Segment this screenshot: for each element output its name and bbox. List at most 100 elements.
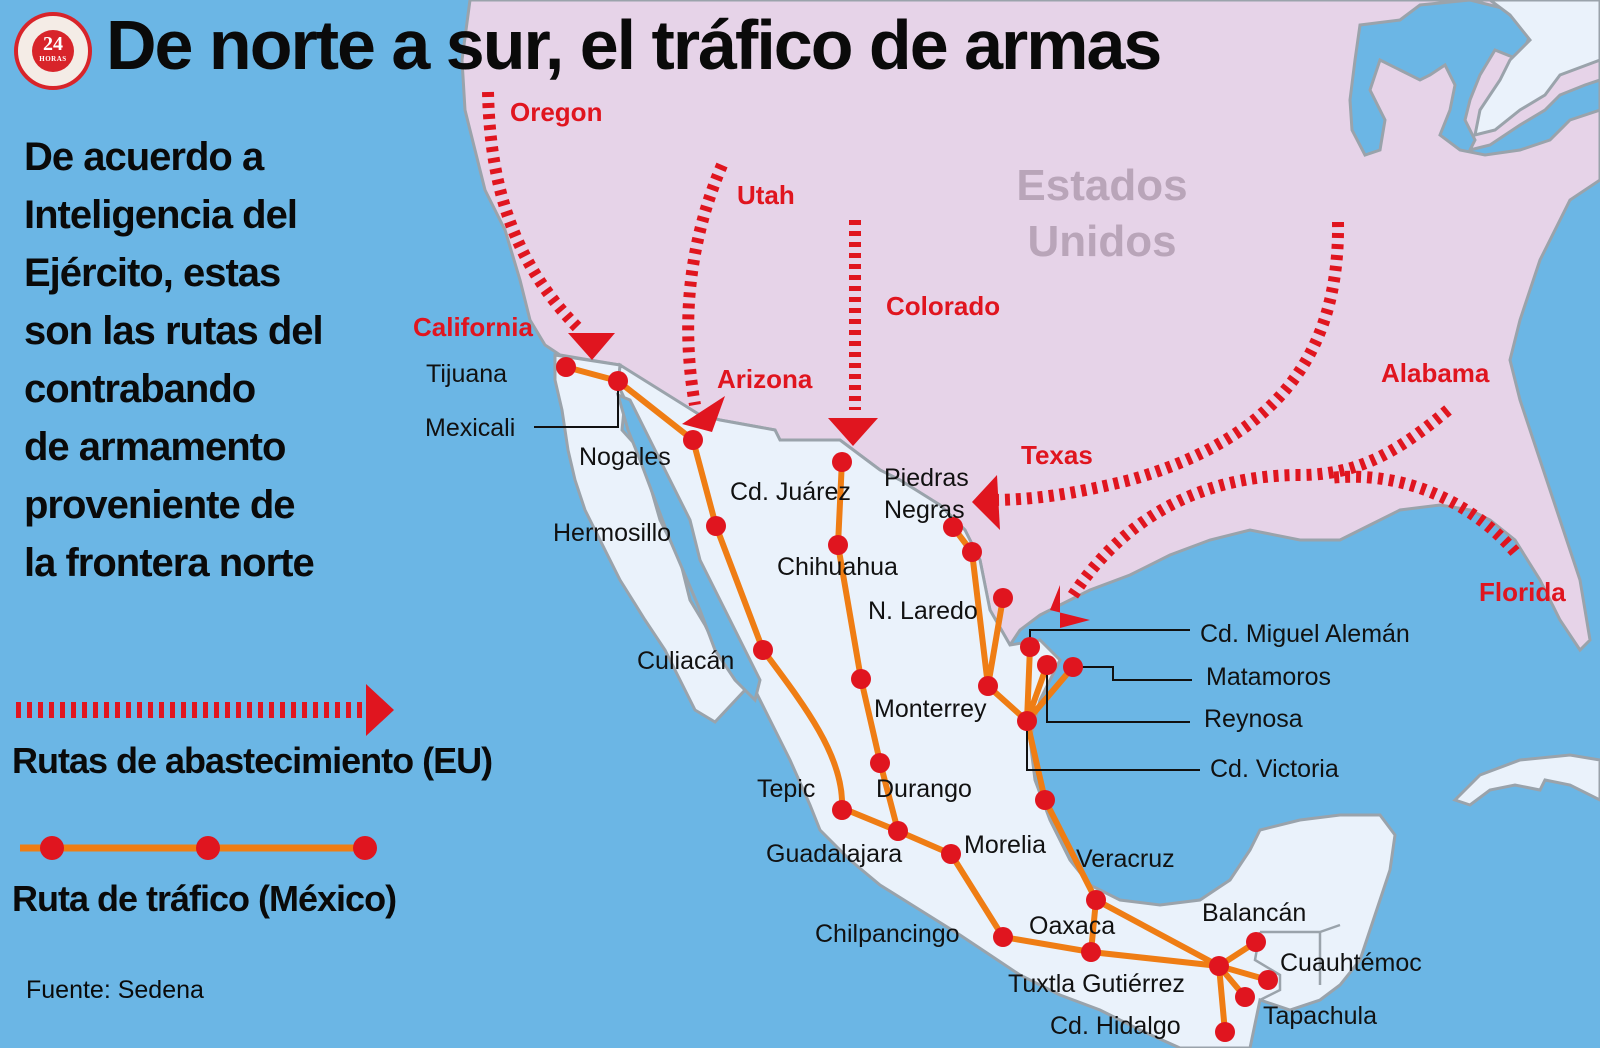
city-label-tapachula: Tapachula: [1263, 1002, 1377, 1030]
logo-number: 24: [43, 33, 63, 55]
supply-routes: [482, 91, 1520, 604]
intro-line: Ejército, estas: [24, 251, 281, 295]
node-culiacan: [753, 640, 773, 660]
node-n-laredo: [993, 588, 1013, 608]
intro-line: contrabando: [24, 367, 256, 411]
node-chilpancingo: [993, 927, 1013, 947]
arrowhead-colorado: [828, 418, 878, 446]
node-matamoros: [1063, 657, 1083, 677]
node-tapachula: [1235, 987, 1255, 1007]
great-lakes: [1348, 0, 1600, 157]
leader-cd-victoria: [1026, 721, 1200, 771]
city-label-guadalajara: Guadalajara: [766, 840, 902, 868]
source-credit: Fuente: Sedena: [26, 976, 204, 1004]
node-reynosa: [1037, 655, 1057, 675]
node-guadalajara: [888, 821, 908, 841]
node-central-mid: [851, 669, 871, 689]
node-mexicali: [608, 371, 628, 391]
node-cd-juarez: [832, 452, 852, 472]
city-label-durango: Durango: [876, 775, 972, 803]
state-label-florida: Florida: [1479, 577, 1566, 607]
city-label-matamoros: Matamoros: [1206, 663, 1331, 691]
route-oregon: [482, 91, 585, 335]
arrowhead-oregon: [568, 333, 615, 360]
city-label-cd-victoria: Cd. Victoria: [1210, 755, 1339, 783]
node-piedras-negras: [943, 517, 963, 537]
canada-landmass: [1473, 0, 1600, 138]
route-alabama: [1064, 405, 1452, 604]
node-piedras-negras-2: [962, 542, 982, 562]
city-label-cd-miguel-aleman: Cd. Miguel Alemán: [1200, 620, 1410, 648]
country-label-line1: Estados: [1016, 161, 1187, 210]
route-nodes: [556, 357, 1278, 1042]
state-label-colorado: Colorado: [886, 291, 1000, 321]
city-label-morelia: Morelia: [964, 831, 1046, 859]
legend-traffic-label: Ruta de tráfico (México): [12, 878, 397, 919]
baja-california: [553, 353, 747, 724]
page-title: De norte a sur, el tráfico de armas: [106, 6, 1162, 84]
city-label-veracruz: Veracruz: [1076, 845, 1175, 873]
cuba: [1452, 753, 1600, 807]
arrowhead-arizona: [682, 396, 725, 432]
state-label-california: California: [413, 312, 533, 342]
logo-24-horas: 24 HORAS: [14, 12, 92, 90]
node-miguel-aleman: [1020, 637, 1040, 657]
intro-line: De acuerdo a: [24, 135, 264, 179]
intro-line: son las rutas del: [24, 309, 324, 353]
intro-text: De acuerdo a Inteligencia del Ejército, …: [24, 128, 384, 592]
city-label-hermosillo: Hermosillo: [553, 519, 671, 547]
node-morelia: [941, 844, 961, 864]
legend-supply-symbol: [16, 684, 394, 736]
city-label-chihuahua: Chihuahua: [777, 553, 898, 581]
city-label-cuauhtemoc: Cuauhtémoc: [1280, 949, 1422, 977]
city-label-tijuana: Tijuana: [426, 360, 507, 388]
intro-line: Inteligencia del: [24, 193, 298, 237]
node-chihuahua: [828, 535, 848, 555]
city-label-nogales: Nogales: [579, 443, 671, 471]
leader-reynosa: [1046, 665, 1190, 723]
legend-traffic-symbol: [20, 836, 377, 860]
intro-line: proveniente de: [24, 483, 296, 527]
node-cd-victoria: [1017, 711, 1037, 731]
node-durango: [870, 753, 890, 773]
route-texas-long: [989, 221, 1345, 506]
gulf-of-california: [615, 392, 762, 703]
node-hub-southeast: [1209, 956, 1229, 976]
city-label-cd-hidalgo: Cd. Hidalgo: [1050, 1012, 1181, 1040]
node-balancan: [1246, 932, 1266, 952]
state-label-utah: Utah: [737, 180, 795, 210]
intro-line: la frontera norte: [24, 541, 315, 585]
node-hermosillo: [706, 516, 726, 536]
route-florida: [1329, 470, 1520, 556]
node-oaxaca: [1086, 890, 1106, 910]
city-label-cd-juarez: Cd. Juárez: [730, 478, 851, 506]
city-label-culiacan: Culiacán: [637, 647, 734, 675]
city-label-n-laredo: N. Laredo: [868, 597, 978, 625]
city-label-chilpancingo: Chilpancingo: [815, 920, 960, 948]
intro-line: de armamento: [24, 425, 286, 469]
leader-matamoros: [1073, 666, 1192, 681]
city-label-reynosa: Reynosa: [1204, 705, 1303, 733]
node-cd-hidalgo: [1215, 1022, 1235, 1042]
state-label-oregon: Oregon: [510, 97, 602, 127]
node-tijuana: [556, 357, 576, 377]
city-label-monterrey: Monterrey: [874, 695, 987, 723]
state-label-texas: Texas: [1021, 440, 1093, 470]
city-label-piedras: Piedras: [884, 464, 969, 492]
arrowhead-texas: [972, 475, 1000, 530]
legend-supply-label: Rutas de abastecimiento (EU): [12, 740, 493, 781]
country-label-line2: Unidos: [1027, 217, 1176, 266]
leader-mexicali: [534, 385, 619, 428]
node-tuxtla: [1081, 942, 1101, 962]
node-veracruz-north: [1035, 790, 1055, 810]
node-tepic: [832, 800, 852, 820]
state-label-arizona: Arizona: [717, 364, 813, 394]
route-utah: [682, 162, 728, 407]
city-label-oaxaca: Oaxaca: [1029, 912, 1115, 940]
arrowhead-gulf: [1050, 585, 1090, 628]
city-label-mexicali: Mexicali: [425, 414, 515, 442]
route-center-south: [839, 805, 1222, 969]
city-label-balancan: Balancán: [1202, 899, 1306, 927]
supply-arrowheads: [568, 333, 1090, 628]
